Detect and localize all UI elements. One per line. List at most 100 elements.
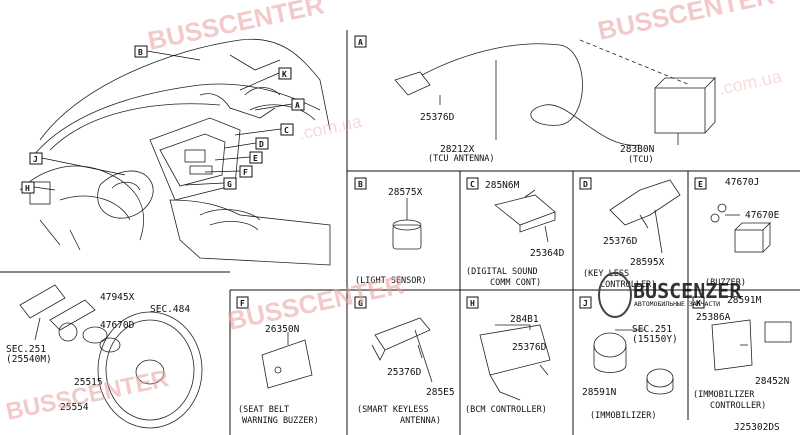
svg-text:CONTROLLER): CONTROLLER) bbox=[600, 280, 656, 290]
callout-j: J bbox=[29, 152, 43, 165]
svg-text:47670E: 47670E bbox=[745, 210, 780, 221]
svg-text:F: F bbox=[240, 299, 245, 308]
svg-text:C: C bbox=[470, 180, 475, 189]
callout-g: G bbox=[223, 177, 237, 190]
svg-text:28595X: 28595X bbox=[630, 257, 665, 268]
svg-text:CONTROLLER): CONTROLLER) bbox=[710, 401, 766, 411]
dash-callouts: B K A C E F G J H D bbox=[21, 45, 305, 194]
svg-text:C: C bbox=[284, 126, 289, 135]
svg-text:BUSSCENTER: BUSSCENTER bbox=[4, 365, 171, 426]
svg-text:H: H bbox=[25, 184, 30, 193]
section-f: F 26350N (SEAT BELT WARNING BUZZER) bbox=[236, 296, 319, 426]
svg-text:25376D: 25376D bbox=[387, 367, 422, 378]
svg-text:(LIGHT SENSOR): (LIGHT SENSOR) bbox=[355, 276, 427, 286]
svg-text:25376D: 25376D bbox=[512, 342, 547, 353]
section-k: K 28591M 25386A 28452N (IMMOBILIZER CONT… bbox=[692, 295, 792, 411]
svg-text:E: E bbox=[253, 154, 258, 163]
diagram-code: J25302DS bbox=[734, 422, 780, 433]
svg-text:G: G bbox=[358, 299, 363, 308]
callout-k: K bbox=[278, 67, 292, 80]
watermark: BUSSCENTER BUSSCENTER BUSSCENTER BUSSCEN… bbox=[4, 0, 785, 426]
svg-text:.com.ua: .com.ua bbox=[297, 111, 365, 144]
svg-text:25515: 25515 bbox=[74, 377, 103, 388]
svg-text:BUSSCENTER: BUSSCENTER bbox=[225, 269, 407, 336]
svg-text:SEC.484: SEC.484 bbox=[150, 304, 190, 315]
svg-text:(25540M): (25540M) bbox=[6, 354, 52, 365]
svg-text:(BUZZER): (BUZZER) bbox=[705, 278, 746, 288]
svg-text:285N6M: 285N6M bbox=[485, 180, 520, 191]
svg-text:K: K bbox=[282, 70, 287, 79]
callout-a: A bbox=[291, 98, 305, 111]
svg-text:47945X: 47945X bbox=[100, 292, 135, 303]
svg-text:.com.ua: .com.ua bbox=[717, 66, 785, 99]
svg-text:ANTENNA): ANTENNA) bbox=[400, 416, 441, 426]
svg-text:26350N: 26350N bbox=[265, 324, 300, 335]
svg-text:H: H bbox=[470, 299, 475, 308]
svg-text:(BCM CONTROLLER): (BCM CONTROLLER) bbox=[465, 405, 547, 415]
svg-text:28575X: 28575X bbox=[388, 187, 423, 198]
svg-text:25364D: 25364D bbox=[530, 248, 565, 259]
svg-text:E: E bbox=[698, 180, 703, 189]
svg-text:284B1: 284B1 bbox=[510, 314, 539, 325]
section-e: E 47670J 47670E (BUZZER) bbox=[694, 177, 780, 288]
svg-text:A: A bbox=[358, 38, 363, 47]
svg-text:28591N: 28591N bbox=[582, 387, 617, 398]
svg-text:SEC.251: SEC.251 bbox=[6, 344, 46, 355]
section-a: A 25376D 28212X (TCU ANTENNA) 283B0N (TC… bbox=[354, 35, 716, 165]
svg-text:G: G bbox=[227, 180, 232, 189]
svg-text:BUSCENZER: BUSCENZER bbox=[633, 279, 742, 303]
svg-text:(IMMOBILIZER: (IMMOBILIZER bbox=[693, 390, 755, 400]
section-g: G 25376D 285E5 (SMART KEYLESS ANTENNA) bbox=[354, 296, 455, 426]
dashboard-illustration bbox=[19, 38, 331, 266]
svg-text:(SEAT BELT: (SEAT BELT bbox=[238, 405, 289, 415]
callout-e: E bbox=[249, 151, 263, 164]
svg-text:D: D bbox=[583, 180, 588, 189]
frame-lines bbox=[0, 30, 800, 435]
svg-text:WARNING BUZZER): WARNING BUZZER) bbox=[242, 416, 319, 426]
section-b: B 28575X (LIGHT SENSOR) bbox=[354, 177, 427, 286]
callout-d: D bbox=[255, 137, 269, 150]
callout-b: B bbox=[134, 45, 148, 58]
svg-text:47670J: 47670J bbox=[725, 177, 759, 188]
svg-text:47670D: 47670D bbox=[100, 320, 135, 331]
svg-text:28212X: 28212X bbox=[440, 144, 475, 155]
svg-text:BUSSCENTER: BUSSCENTER bbox=[145, 0, 327, 56]
svg-text:25386A: 25386A bbox=[696, 312, 731, 323]
svg-text:D: D bbox=[259, 140, 264, 149]
svg-text:25554: 25554 bbox=[60, 402, 89, 413]
svg-text:(KEY LESS: (KEY LESS bbox=[583, 269, 629, 279]
callout-h: H bbox=[21, 181, 35, 194]
svg-text:F: F bbox=[243, 168, 248, 177]
svg-text:COMM CONT): COMM CONT) bbox=[490, 278, 541, 288]
svg-text:28591M: 28591M bbox=[727, 295, 762, 306]
svg-text:25376D: 25376D bbox=[420, 112, 455, 123]
svg-text:283B0N: 283B0N bbox=[620, 144, 655, 155]
steering-labels: 47945X 47670D SEC.484 SEC.251 (25540M) 2… bbox=[6, 292, 190, 413]
callout-f: F bbox=[239, 165, 253, 178]
svg-text:28452N: 28452N bbox=[755, 376, 790, 387]
svg-text:(TCU ANTENNA): (TCU ANTENNA) bbox=[428, 154, 495, 164]
svg-text:(15150Y): (15150Y) bbox=[632, 334, 678, 345]
section-h: H 284B1 25376D (BCM CONTROLLER) bbox=[465, 296, 551, 415]
svg-text:(SMART KEYLESS: (SMART KEYLESS bbox=[357, 405, 429, 415]
svg-text:АВТОМОБИЛЬНЫЕ ЗАПЧАСТИ: АВТОМОБИЛЬНЫЕ ЗАПЧАСТИ bbox=[634, 300, 720, 308]
svg-text:K: K bbox=[696, 299, 701, 308]
section-j: J SEC.251 (15150Y) 28591N (IMMOBILIZER) bbox=[579, 296, 678, 421]
section-d: D 25376D 28595X (KEY LESS CONTROLLER) bbox=[579, 177, 681, 290]
buscenzer-logo: BUSCENZER АВТОМОБИЛЬНЫЕ ЗАПЧАСТИ bbox=[598, 272, 742, 318]
callout-c: C bbox=[280, 123, 294, 136]
svg-text:A: A bbox=[295, 101, 300, 110]
svg-text:B: B bbox=[358, 180, 363, 189]
steering-illustration bbox=[19, 284, 203, 429]
svg-text:BUSSCENTER: BUSSCENTER bbox=[595, 0, 777, 46]
svg-text:25376D: 25376D bbox=[603, 236, 638, 247]
svg-text:J: J bbox=[583, 299, 588, 308]
svg-text:285E5: 285E5 bbox=[426, 387, 455, 398]
svg-text:J: J bbox=[33, 155, 38, 164]
svg-text:(IMMOBILIZER): (IMMOBILIZER) bbox=[590, 411, 657, 421]
section-c: C 285N6M 25364D (DIGITAL SOUND COMM CONT… bbox=[466, 177, 565, 288]
svg-text:SEC.251: SEC.251 bbox=[632, 324, 672, 335]
svg-text:(DIGITAL SOUND: (DIGITAL SOUND bbox=[466, 267, 538, 277]
svg-text:(TCU): (TCU) bbox=[628, 155, 654, 165]
